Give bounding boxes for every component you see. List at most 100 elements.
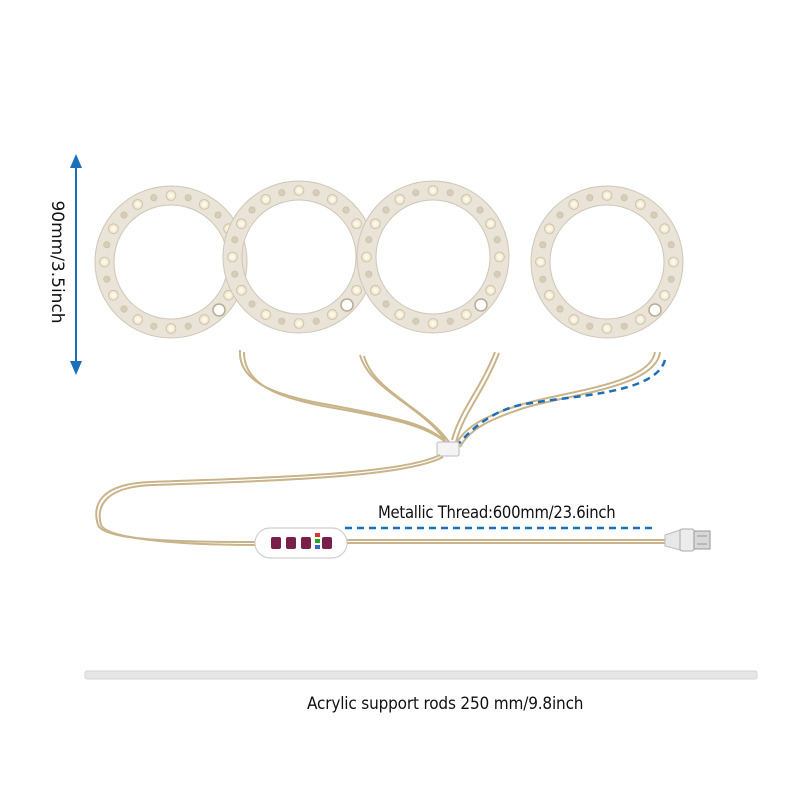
led-chip	[248, 206, 256, 214]
led-chip	[535, 256, 546, 268]
cable-junction	[436, 441, 460, 457]
led-chip	[214, 211, 222, 219]
led-chip	[184, 322, 192, 330]
led-chip	[382, 300, 390, 308]
led-chip	[446, 317, 454, 325]
led-chip	[544, 289, 555, 301]
led-chip	[326, 194, 338, 205]
led-chip	[361, 251, 372, 263]
led-chip	[667, 241, 675, 249]
led-chip	[494, 251, 505, 263]
led-chip	[485, 218, 496, 229]
thread-length-label: Metallic Thread:600mm/23.6inch	[378, 503, 616, 522]
led-chip	[293, 318, 305, 329]
led-chip	[446, 189, 454, 197]
led-chip	[312, 317, 320, 325]
led-chip	[132, 199, 143, 210]
led-chip	[394, 194, 406, 205]
thread-dashed-line-upper	[454, 359, 667, 449]
mounting-hole	[212, 303, 226, 317]
led-rings	[94, 180, 684, 339]
led-chip	[370, 218, 381, 230]
led-chip	[544, 223, 555, 235]
led-chip	[103, 241, 111, 249]
led-chip	[601, 323, 613, 334]
led-chip	[556, 305, 564, 313]
led-chip	[659, 223, 670, 234]
remote-controller	[254, 527, 348, 559]
controller-button-1	[271, 537, 281, 549]
led-chip	[460, 194, 472, 205]
controller-button-2	[286, 537, 296, 549]
led-chip	[539, 241, 547, 249]
led-chip	[365, 236, 373, 244]
led-chip	[394, 309, 406, 320]
support-rod-label: Acrylic support rods 250 mm/9.8inch	[307, 694, 584, 714]
controller-indicator-blue	[315, 545, 320, 549]
led-chip	[231, 236, 239, 244]
led-chip	[412, 317, 420, 325]
led-chip	[120, 305, 128, 313]
led-chip	[199, 199, 210, 210]
led-chip	[326, 309, 338, 320]
led-chip	[278, 189, 286, 197]
led-chip	[150, 322, 158, 330]
controller-indicator-green	[315, 539, 320, 543]
led-chip	[165, 323, 177, 334]
led-chip	[351, 218, 362, 229]
mounting-hole	[340, 298, 354, 312]
ring-cables	[238, 349, 661, 448]
led-chip	[493, 236, 501, 244]
main-cable	[95, 454, 665, 546]
led-chip	[108, 289, 119, 301]
mounting-hole	[474, 298, 488, 312]
led-chip	[165, 190, 177, 201]
led-chip	[184, 194, 192, 202]
led-chip	[227, 251, 238, 263]
led-chip	[351, 284, 362, 296]
led-chip	[650, 211, 658, 219]
led-chip	[150, 194, 158, 202]
led-chip	[427, 318, 439, 329]
led-chip	[382, 206, 390, 214]
led-chip	[370, 284, 381, 296]
led-chip	[493, 270, 501, 278]
led-chip	[586, 322, 594, 330]
led-chip	[412, 189, 420, 197]
led-chip	[199, 314, 210, 325]
led-chip	[120, 211, 128, 219]
led-chip	[556, 211, 564, 219]
led-chip	[568, 199, 580, 210]
led-chip	[659, 289, 670, 301]
controller-button-4	[322, 537, 332, 549]
led-chip	[236, 284, 247, 296]
usb-plug	[664, 528, 711, 552]
led-ring-4	[530, 185, 684, 339]
led-chip	[260, 194, 272, 205]
led-chip	[476, 206, 484, 214]
height-dimension-arrow	[70, 154, 82, 375]
led-chip	[99, 256, 110, 268]
led-chip	[568, 314, 580, 325]
led-chip	[668, 256, 679, 268]
led-chip	[601, 190, 613, 201]
led-chip	[620, 322, 628, 330]
led-ring-3	[356, 180, 510, 334]
led-chip	[539, 275, 547, 283]
led-chip	[132, 314, 144, 325]
led-chip	[586, 194, 594, 202]
led-chip	[236, 218, 247, 230]
controller-button-3	[301, 537, 311, 549]
led-chip	[342, 206, 350, 214]
led-chip	[667, 275, 675, 283]
led-chip	[248, 300, 256, 308]
controller-indicator-red	[315, 533, 320, 537]
led-chip	[634, 314, 646, 325]
led-chip	[620, 194, 628, 202]
height-dimension-label: 90mm/3.5inch	[47, 200, 67, 323]
led-chip	[260, 309, 272, 320]
led-chip	[460, 309, 472, 320]
led-chip	[231, 270, 239, 278]
led-chip	[634, 199, 646, 210]
